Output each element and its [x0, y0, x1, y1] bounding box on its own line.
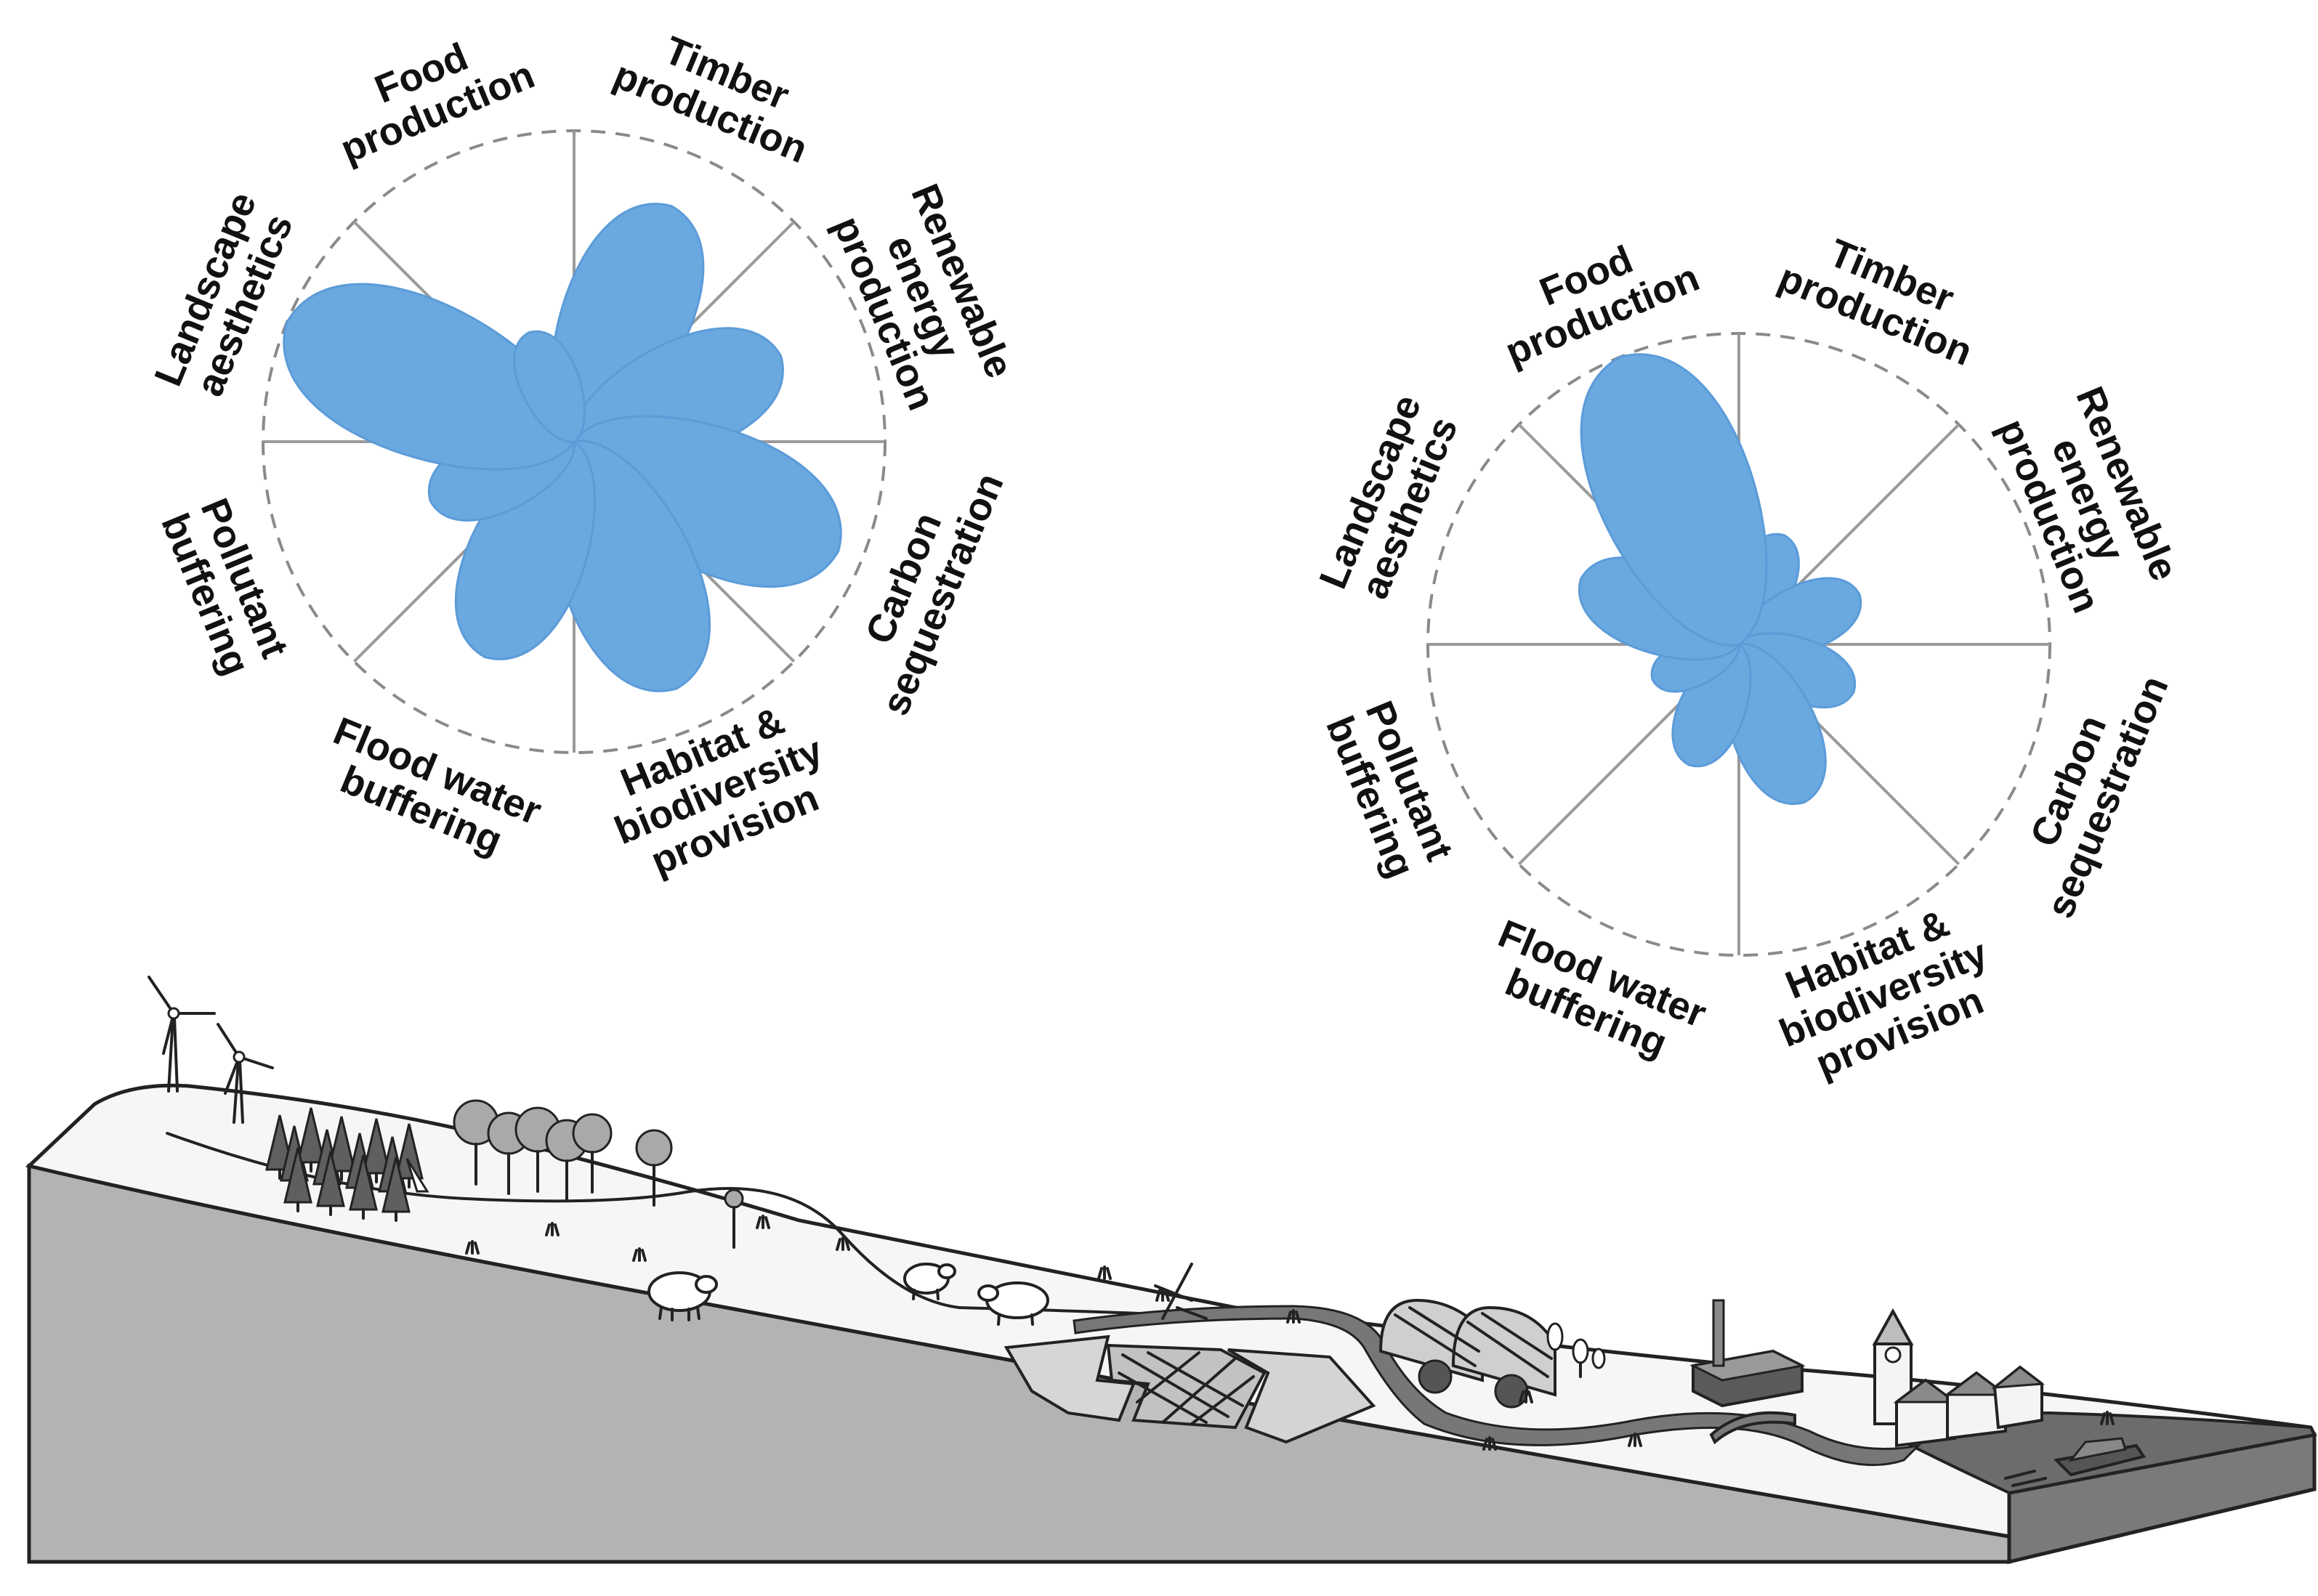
bridge — [1709, 1411, 1796, 1445]
grass-tufts — [465, 1215, 2115, 1451]
factory — [1689, 1299, 1806, 1408]
category-label-timber-production: Timberproduction — [607, 14, 830, 171]
rose-chart-left: TimberproductionRenewableenergyproductio… — [146, 14, 1022, 892]
rose-chart-right: TimberproductionRenewableenergyproductio… — [1311, 216, 2186, 1095]
category-label-timber-production: Timberproduction — [1772, 216, 1995, 374]
grass-tuft — [836, 1236, 850, 1251]
field-stippled — [1003, 1334, 1136, 1422]
grass-tuft — [1155, 1287, 1170, 1302]
landscape-cross-section — [25, 976, 2317, 1565]
young-conifer — [405, 1158, 429, 1193]
category-label-flood-water-buffering: Flood waterbuffering — [311, 709, 547, 872]
deciduous-tree — [572, 1113, 613, 1154]
conifer-forest — [265, 1107, 429, 1222]
category-label-renewable-energy-production: Renewableenergyproduction — [825, 178, 1022, 416]
petal-food-production — [513, 330, 586, 443]
field-plain — [1227, 1348, 1376, 1444]
orchard-trees — [1546, 1322, 1606, 1378]
sheep — [903, 1263, 956, 1300]
deciduous-tree — [724, 1188, 744, 1209]
deciduous-woodland — [453, 1099, 744, 1249]
grass-tuft — [1286, 1309, 1301, 1324]
category-label-habitat-and-biodiversity-provision: Habitat &biodiversityprovision — [592, 689, 844, 892]
grass-tuft — [1482, 1436, 1497, 1451]
category-label-habitat-and-biodiversity-provision: Habitat &biodiversityprovision — [1757, 892, 2009, 1095]
category-label-carbon-sequestration: Carbonsequestration — [1999, 654, 2177, 924]
petal-food-production — [1580, 353, 1768, 647]
sheep — [647, 1271, 718, 1321]
sheep — [977, 1281, 1049, 1326]
arable-fields — [1003, 1334, 1376, 1444]
town-with-church — [1872, 1308, 2046, 1448]
category-label-carbon-sequestration: Carbonsequestration — [834, 451, 1012, 721]
grass-tuft — [465, 1240, 480, 1255]
grass-tuft — [1628, 1433, 1642, 1447]
grass-tuft — [1097, 1265, 1112, 1280]
category-label-landscape-aesthetics: Landscapeaesthetics — [1311, 389, 1469, 611]
category-label-landscape-aesthetics: Landscapeaesthetics — [146, 186, 304, 408]
category-label-food-production: Foodproduction — [1483, 216, 1705, 374]
category-label-pollutant-buffering: Pollutantbuffering — [153, 491, 297, 681]
category-label-food-production: Foodproduction — [318, 14, 541, 171]
deciduous-tree — [635, 1129, 673, 1167]
category-label-flood-water-buffering: Flood waterbuffering — [1476, 912, 1712, 1075]
boat — [2004, 1437, 2147, 1487]
grass-tuft — [756, 1215, 770, 1229]
wind-turbine — [217, 1023, 274, 1124]
wind-turbine — [148, 976, 216, 1093]
grass-tuft — [632, 1247, 647, 1262]
grass-tuft — [2100, 1411, 2115, 1425]
category-label-pollutant-buffering: Pollutantbuffering — [1317, 694, 1462, 883]
grass-tuft — [1519, 1389, 1533, 1403]
grass-tuft — [545, 1222, 560, 1236]
category-label-renewable-energy-production: Renewableenergyproduction — [1990, 381, 2186, 619]
